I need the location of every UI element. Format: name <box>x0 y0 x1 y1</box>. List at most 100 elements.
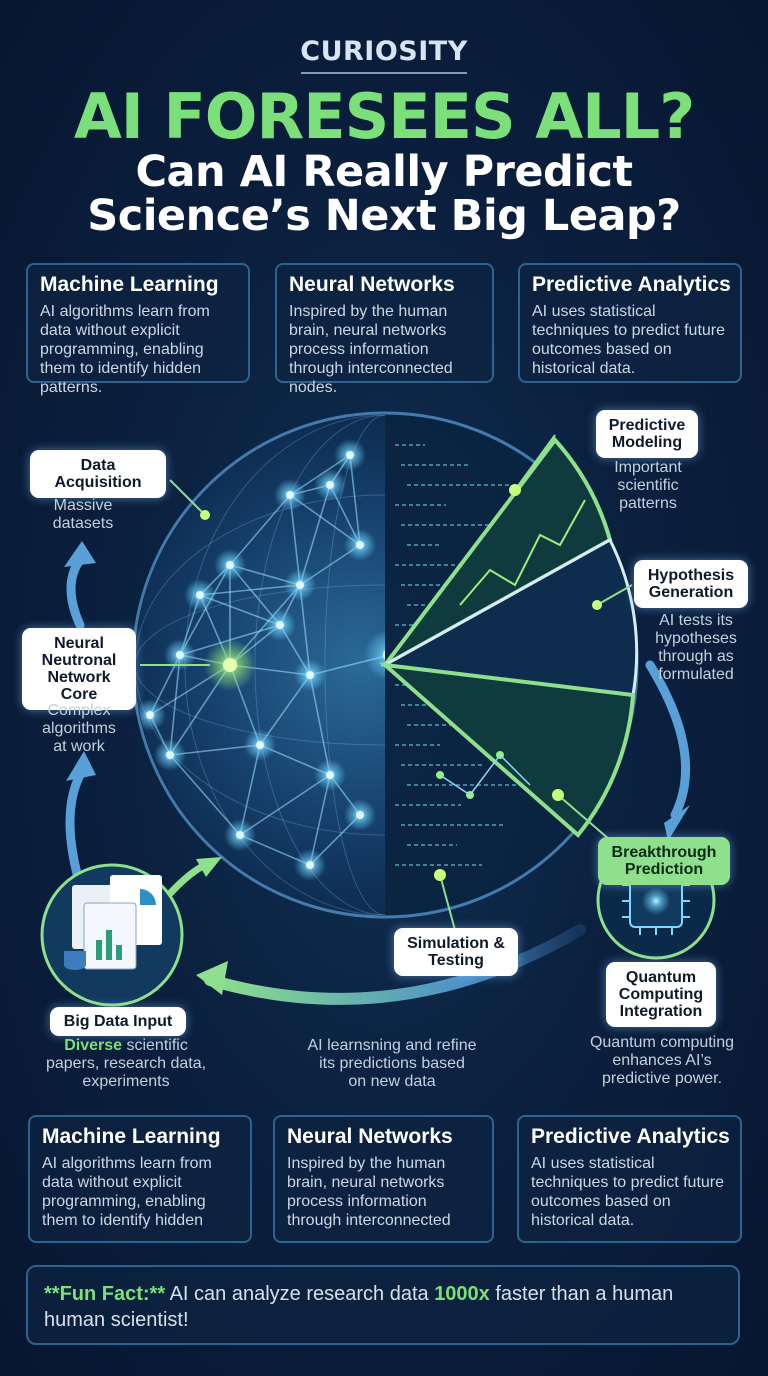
card-title: Neural Networks <box>289 273 455 296</box>
card-predictive-analytics-bottom: Predictive Analytics AI uses statistical… <box>517 1115 742 1243</box>
loop-arrowhead-bottom <box>196 961 228 995</box>
trend-line <box>459 499 586 606</box>
card-body: AI uses statistical techniques to predic… <box>531 1155 725 1229</box>
label-big-data-input: Big Data Input <box>50 1007 186 1036</box>
loop-arrow-left-upper <box>66 555 85 630</box>
label-line: Generation <box>648 584 734 601</box>
network-node <box>306 671 314 679</box>
card-title: Machine Learning <box>42 1125 221 1148</box>
card-body: AI algorithms learn from data without ex… <box>40 303 210 396</box>
fun-fact-label: **Fun Fact:** <box>44 1283 166 1305</box>
card-machine-learning-top: Machine Learning AI algorithms learn fro… <box>26 263 250 396</box>
label-line: Prediction <box>624 861 704 878</box>
network-edge <box>299 484 331 586</box>
note-line: enhances AI’s <box>612 1052 712 1069</box>
note-data-acquisition: Massive datasets <box>30 497 136 533</box>
subtitle-line-1: Can AI Really Predict <box>135 147 633 197</box>
fun-fact-text: faster than a human <box>489 1283 674 1305</box>
card-title: Predictive Analytics <box>532 273 731 296</box>
wedge-hypothesis <box>380 537 639 697</box>
note-line: Quantum computing <box>589 1034 735 1051</box>
card-neural-networks-top: Neural Networks Inspired by the human br… <box>275 263 494 396</box>
card-body: AI algorithms learn from data without ex… <box>42 1155 212 1229</box>
note-neural-core: Complex algorithms at work <box>22 702 136 756</box>
note-predictive-modeling: Important scientific patterns <box>596 459 700 513</box>
network-sphere <box>135 415 385 915</box>
callout-lines <box>140 434 633 931</box>
note-highlight: Diverse <box>64 1037 123 1054</box>
note-line: papers, research data, <box>45 1055 207 1072</box>
wedge-breakthrough <box>378 662 636 838</box>
label-line: Breakthrough <box>611 844 717 861</box>
kicker-label: CURIOSITY <box>300 36 468 67</box>
network-edge <box>199 584 301 596</box>
network-node <box>223 658 237 672</box>
fun-fact-text: AI can analyze research data <box>165 1283 435 1305</box>
label-line: Modeling <box>611 434 683 451</box>
kicker-underline <box>301 72 467 74</box>
network-edge <box>169 654 181 756</box>
fun-fact-box: **Fun Fact:** AI can analyze research da… <box>26 1265 740 1345</box>
note-line: AI learnsning and refine <box>307 1037 477 1054</box>
network-node <box>296 581 304 589</box>
network-node <box>176 651 184 659</box>
note-line: patterns <box>619 495 677 512</box>
loop-arrow-right <box>645 660 691 820</box>
card-body: Inspired by the human brain, neural netw… <box>289 303 453 396</box>
fun-fact-line-1: **Fun Fact:** AI can analyze research da… <box>44 1281 722 1307</box>
label-line: Network <box>47 669 111 686</box>
label-quantum-computing: Quantum Computing Integration <box>606 962 716 1027</box>
network-node <box>326 481 334 489</box>
network-node <box>166 751 174 759</box>
network-node <box>356 541 364 549</box>
fun-fact-line-2: human scientist! <box>44 1309 189 1331</box>
label-hypothesis-generation: Hypothesis Generation <box>634 560 748 608</box>
card-body: AI uses statistical techniques to predic… <box>532 303 726 377</box>
subtitle-line-2: Science’s Next Big Leap? <box>87 191 681 241</box>
loop-arrow-left-lower <box>65 770 85 890</box>
fun-fact-highlight: 1000x <box>434 1283 490 1305</box>
page-subtitle: Can AI Really Predict Science’s Next Big… <box>0 150 768 238</box>
callout-dots <box>200 484 602 881</box>
label-line: Testing <box>428 952 484 969</box>
note-line: Important <box>614 459 682 476</box>
note-line: on new data <box>348 1073 436 1090</box>
network-node <box>306 861 314 869</box>
note-line: at work <box>53 738 105 755</box>
big-data-documents-icon <box>40 863 184 1007</box>
note-line: datasets <box>52 515 114 532</box>
note-line: Massive <box>53 497 113 514</box>
label-line: Data <box>80 457 116 474</box>
label-line: Predictive <box>608 417 686 434</box>
note-line: scientific <box>617 477 679 494</box>
note-line: Diverse scientific <box>26 1037 226 1055</box>
network-edge <box>309 674 331 776</box>
card-machine-learning-bottom: Machine Learning AI algorithms learn fro… <box>28 1115 252 1243</box>
note-quantum-computing: Quantum computing enhances AI’s predicti… <box>578 1034 746 1088</box>
network-node <box>226 561 234 569</box>
note-line: through as <box>658 648 734 665</box>
label-line: Quantum <box>625 969 697 986</box>
label-predictive-modeling: Predictive Modeling <box>596 410 698 458</box>
note-learning-loop: AI learnsning and refine its predictions… <box>292 1037 492 1091</box>
label-text: Big Data Input <box>63 1013 173 1030</box>
label-breakthrough-prediction: Breakthrough Prediction <box>598 837 730 885</box>
network-node <box>286 491 294 499</box>
network-node <box>146 711 154 719</box>
card-predictive-analytics-top: Predictive Analytics AI uses statistical… <box>518 263 742 383</box>
label-line: Core <box>60 686 98 703</box>
note-line: predictive power. <box>601 1070 723 1087</box>
network-node <box>276 621 284 629</box>
label-line: Hypothesis <box>647 567 735 584</box>
data-panel <box>378 415 639 915</box>
label-line: Neural <box>54 635 104 652</box>
network-edge <box>169 754 241 836</box>
note-line: hypotheses <box>655 630 737 647</box>
network-node <box>236 831 244 839</box>
network-node <box>356 811 364 819</box>
note-line: algorithms <box>42 720 116 737</box>
note-line: Complex <box>47 702 111 719</box>
loop-arrowhead-left-lower <box>66 751 96 781</box>
card-neural-networks-bottom: Neural Networks Inspired by the human br… <box>273 1115 494 1243</box>
network-node-glow <box>364 629 385 681</box>
